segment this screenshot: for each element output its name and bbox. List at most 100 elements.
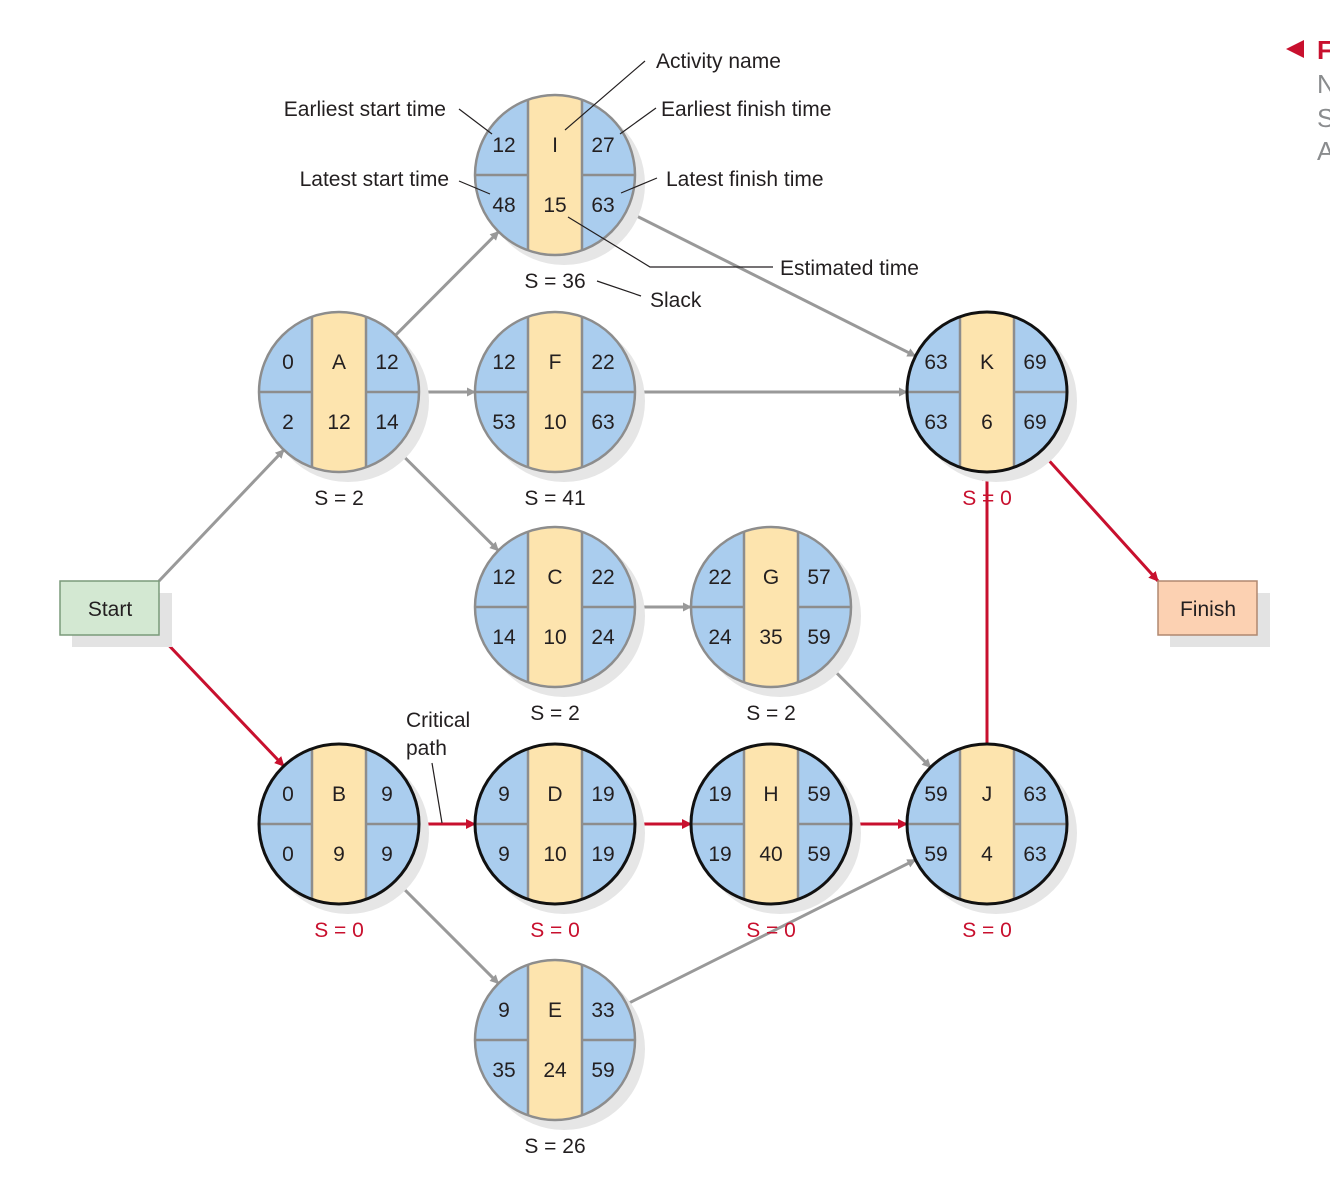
node-k-slack: S = 0 [962, 487, 1012, 510]
finish-label: Finish [1180, 598, 1236, 621]
node-k-ef: 69 [1023, 351, 1046, 374]
node-j-ef: 63 [1023, 783, 1046, 806]
node-h-es: 19 [708, 783, 731, 806]
node-i-t: 15 [543, 194, 566, 217]
node-h-slack: S = 0 [746, 919, 796, 942]
node-b-ls: 0 [282, 843, 294, 866]
node-e-lf: 59 [591, 1059, 614, 1082]
legend-estimated-time: Estimated time [780, 257, 919, 280]
legend-latest-finish: Latest finish time [666, 168, 824, 191]
legend-annotations: Activity name Earliest start time Earlie… [284, 50, 919, 824]
node-b-ef: 9 [381, 783, 393, 806]
node-g-ls: 24 [708, 626, 732, 649]
legend-critical-path-line1: Critical [406, 709, 470, 732]
node-d-es: 9 [498, 783, 510, 806]
node-h-lf: 59 [807, 843, 830, 866]
edge-b-to-e [394, 879, 500, 985]
node-c-id: C [547, 566, 562, 589]
node-e-ls: 35 [492, 1059, 515, 1082]
node-e-t: 24 [543, 1059, 567, 1082]
node-k-t: 6 [981, 411, 993, 434]
edge-a-to-i [394, 230, 500, 337]
node-h-ls: 19 [708, 843, 731, 866]
node-k-id: K [980, 351, 994, 374]
edge-a-to-c [394, 447, 500, 552]
node-a-id: A [332, 351, 346, 374]
node-e-ef: 33 [591, 999, 614, 1022]
node-j-id: J [982, 783, 993, 806]
node-e-id: E [548, 999, 562, 1022]
node-k-es: 63 [924, 351, 947, 374]
node-a-t: 12 [327, 411, 350, 434]
node-i-ls: 48 [492, 194, 515, 217]
node-k-ls: 63 [924, 411, 947, 434]
activity-node-h: 19 H 59 19 40 59 S = 0 [689, 742, 861, 942]
node-d-lf: 19 [591, 843, 614, 866]
activity-node-k: 63 K 69 63 6 69 S = 0 [905, 310, 1077, 510]
node-c-es: 12 [492, 566, 515, 589]
node-g-es: 22 [708, 566, 731, 589]
node-a-es: 0 [282, 351, 294, 374]
legend-activity-name: Activity name [656, 50, 781, 73]
node-f-ls: 53 [492, 411, 515, 434]
node-b-id: B [332, 783, 346, 806]
node-f-slack: S = 41 [524, 487, 585, 510]
node-c-lf: 24 [591, 626, 615, 649]
node-d-id: D [547, 783, 562, 806]
caption-line-1: N [1317, 69, 1330, 99]
legend-latest-start: Latest start time [300, 168, 449, 191]
edge-k-to-finish [1039, 450, 1160, 583]
node-c-ls: 14 [492, 626, 516, 649]
node-d-ls: 9 [498, 843, 510, 866]
node-b-t: 9 [333, 843, 345, 866]
caption-title: F [1317, 35, 1330, 65]
edge-e-to-j [625, 858, 917, 1006]
node-j-es: 59 [924, 783, 947, 806]
node-h-ef: 59 [807, 783, 830, 806]
node-f-t: 10 [543, 411, 566, 434]
node-a-lf: 14 [375, 411, 399, 434]
node-i-es: 12 [492, 134, 515, 157]
edge-i-to-k [625, 209, 917, 358]
start-node: Start [59, 580, 172, 647]
node-b-es: 0 [282, 783, 294, 806]
node-k-lf: 69 [1023, 411, 1046, 434]
start-label: Start [88, 598, 133, 621]
node-g-t: 35 [759, 626, 782, 649]
legend-critical-path-line2: path [406, 737, 447, 760]
node-d-t: 10 [543, 843, 566, 866]
node-g-lf: 59 [807, 626, 830, 649]
legend-earliest-finish: Earliest finish time [661, 98, 831, 121]
node-i-id: I [552, 134, 558, 157]
node-h-t: 40 [759, 843, 782, 866]
edge-g-to-j [826, 662, 932, 769]
node-i-slack: S = 36 [524, 270, 585, 293]
edge-start-to-b [157, 633, 285, 768]
legend-earliest-start: Earliest start time [284, 98, 446, 121]
node-d-ef: 19 [591, 783, 614, 806]
edge-start-to-a [157, 448, 285, 583]
node-i-ef: 27 [591, 134, 614, 157]
legend-slack: Slack [650, 289, 702, 312]
node-f-lf: 63 [591, 411, 614, 434]
node-g-ef: 57 [807, 566, 830, 589]
node-g-slack: S = 2 [746, 702, 796, 725]
node-f-id: F [549, 351, 562, 374]
node-a-ef: 12 [375, 351, 398, 374]
node-c-t: 10 [543, 626, 566, 649]
node-g-id: G [763, 566, 779, 589]
caption-arrow-icon [1286, 40, 1304, 58]
node-c-slack: S = 2 [530, 702, 580, 725]
node-h-id: H [763, 783, 778, 806]
node-a-ls: 2 [282, 411, 294, 434]
node-f-ef: 22 [591, 351, 614, 374]
node-j-t: 4 [981, 843, 993, 866]
